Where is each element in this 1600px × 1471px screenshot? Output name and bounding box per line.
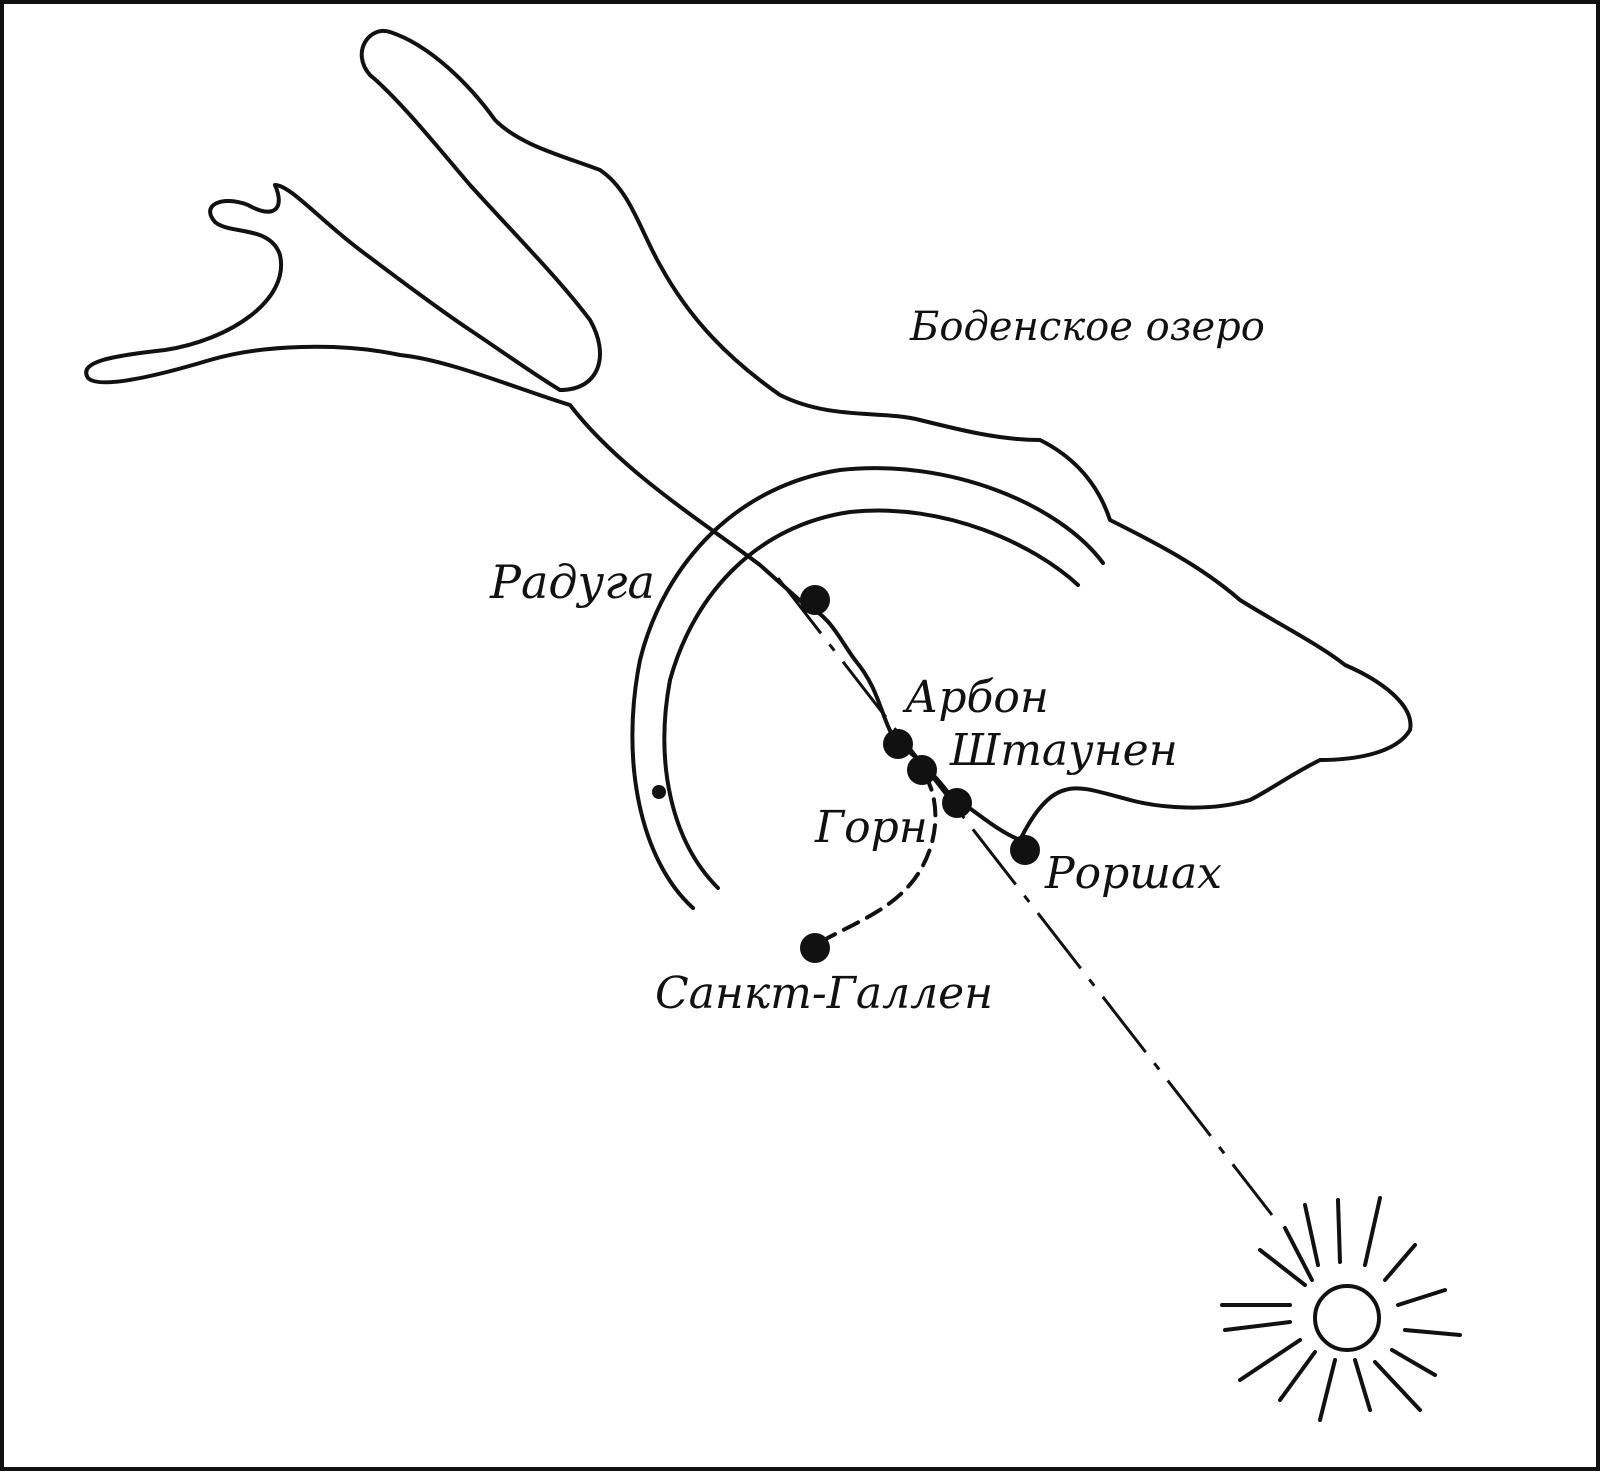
rainbow-outer-arc xyxy=(630,466,1105,910)
town-label-arbon: Арбон xyxy=(902,672,1049,723)
town-dot-icon xyxy=(800,933,830,963)
lake-label: Боденское озеро xyxy=(909,304,1265,350)
sun-ray-line xyxy=(776,577,1274,1216)
town-dot-icon xyxy=(1010,835,1040,865)
town-dot-icon xyxy=(907,755,937,785)
sun-icon xyxy=(1220,1196,1462,1422)
town-dot-icon xyxy=(883,729,913,759)
town-label-st-gallen: Санкт-Галлен xyxy=(655,968,993,1019)
town-dot-icon xyxy=(800,585,830,615)
rainbow-inner-arc xyxy=(662,508,1080,890)
town-label-rorschach: Роршах xyxy=(1044,848,1222,899)
road-horn-stgallen xyxy=(813,773,938,947)
town-label-staunen: Штаунен xyxy=(949,725,1178,776)
rainbow-label: Радуга xyxy=(489,555,655,609)
town-dot-icon xyxy=(942,788,972,818)
rainbow-dot xyxy=(652,785,666,799)
lake-outline xyxy=(84,28,1413,842)
town-label-horn: Горн xyxy=(814,802,928,853)
